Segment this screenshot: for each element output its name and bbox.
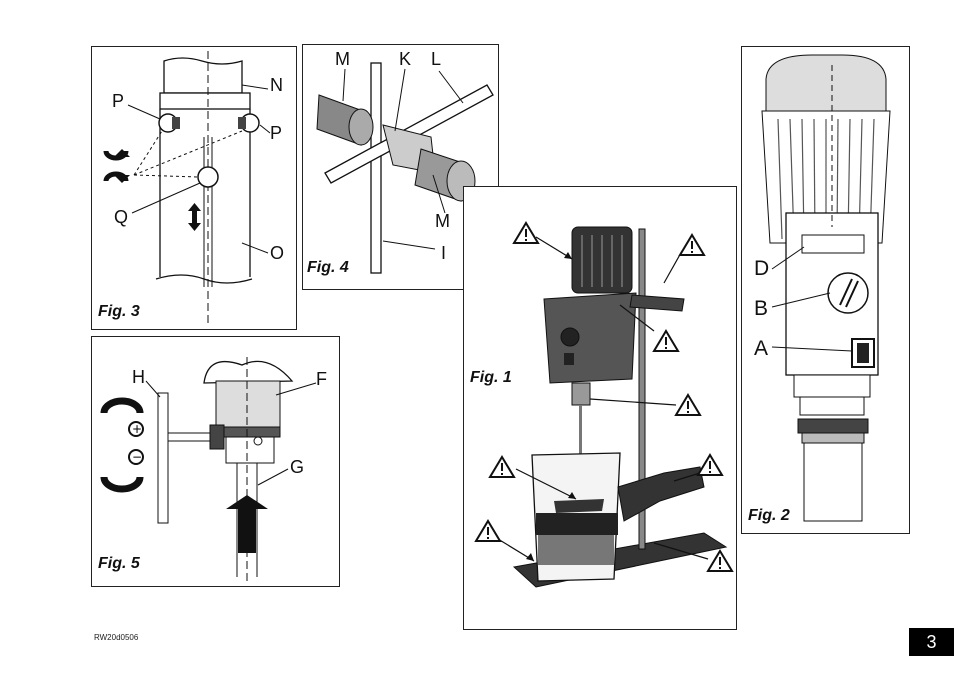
figure-2: D B A Fig. 2	[741, 46, 910, 534]
document-id: RW20d0506	[94, 633, 139, 642]
warning-triangle-icon	[512, 221, 540, 244]
label-p: P	[270, 123, 283, 143]
svg-text:+: +	[132, 422, 142, 436]
warning-triangle-icon	[706, 549, 734, 572]
label-m: M	[435, 211, 450, 231]
label-q: Q	[114, 207, 129, 227]
screw-left	[158, 113, 180, 133]
warning-triangle-icon	[652, 329, 680, 352]
warning-triangle-icon	[678, 233, 706, 256]
minus-icon: −	[100, 449, 144, 493]
figure-3: N P P Q O Fig. 3	[91, 46, 297, 330]
rotate-arrow-icon	[103, 171, 130, 183]
label-m: M	[335, 49, 350, 69]
label-k: K	[399, 49, 412, 69]
figure-caption: Fig. 1	[470, 369, 512, 386]
warning-triangle-icon	[674, 393, 702, 416]
up-arrow-icon	[226, 495, 268, 553]
fig4-drawing	[316, 62, 494, 274]
label-i: I	[441, 243, 447, 263]
figure-1: Fig. 1	[463, 186, 737, 630]
double-arrow-icon	[188, 203, 201, 231]
fig5-drawing: + −	[100, 357, 317, 582]
rotate-arrow-icon	[103, 149, 130, 161]
fig1-drawing	[474, 221, 734, 588]
figure-caption: Fig. 4	[307, 259, 349, 276]
page-number: 3	[909, 628, 954, 656]
figure-5: + − H F G Fig. 5	[91, 336, 340, 587]
warning-triangle-icon	[474, 519, 502, 542]
label-p: P	[112, 91, 125, 111]
warning-triangle-icon	[488, 455, 516, 478]
figure-caption: Fig. 3	[98, 303, 140, 320]
label-h: H	[132, 367, 145, 387]
label-n: N	[270, 75, 283, 95]
label-g: G	[290, 457, 305, 477]
label-a: A	[754, 337, 769, 360]
warning-triangle-icon	[696, 453, 724, 476]
figure-caption: Fig. 5	[98, 555, 140, 572]
screw-right	[238, 113, 260, 133]
fig3-drawing	[103, 51, 271, 325]
label-o: O	[270, 243, 285, 263]
figure-caption: Fig. 2	[748, 507, 790, 524]
svg-text:−: −	[132, 450, 142, 464]
label-f: F	[316, 369, 327, 389]
fig2-drawing	[761, 54, 891, 522]
label-d: D	[754, 257, 770, 280]
label-l: L	[431, 49, 442, 69]
label-b: B	[754, 297, 769, 320]
figure-4: M K L M I Fig. 4	[302, 44, 499, 290]
plus-icon: +	[100, 397, 144, 437]
